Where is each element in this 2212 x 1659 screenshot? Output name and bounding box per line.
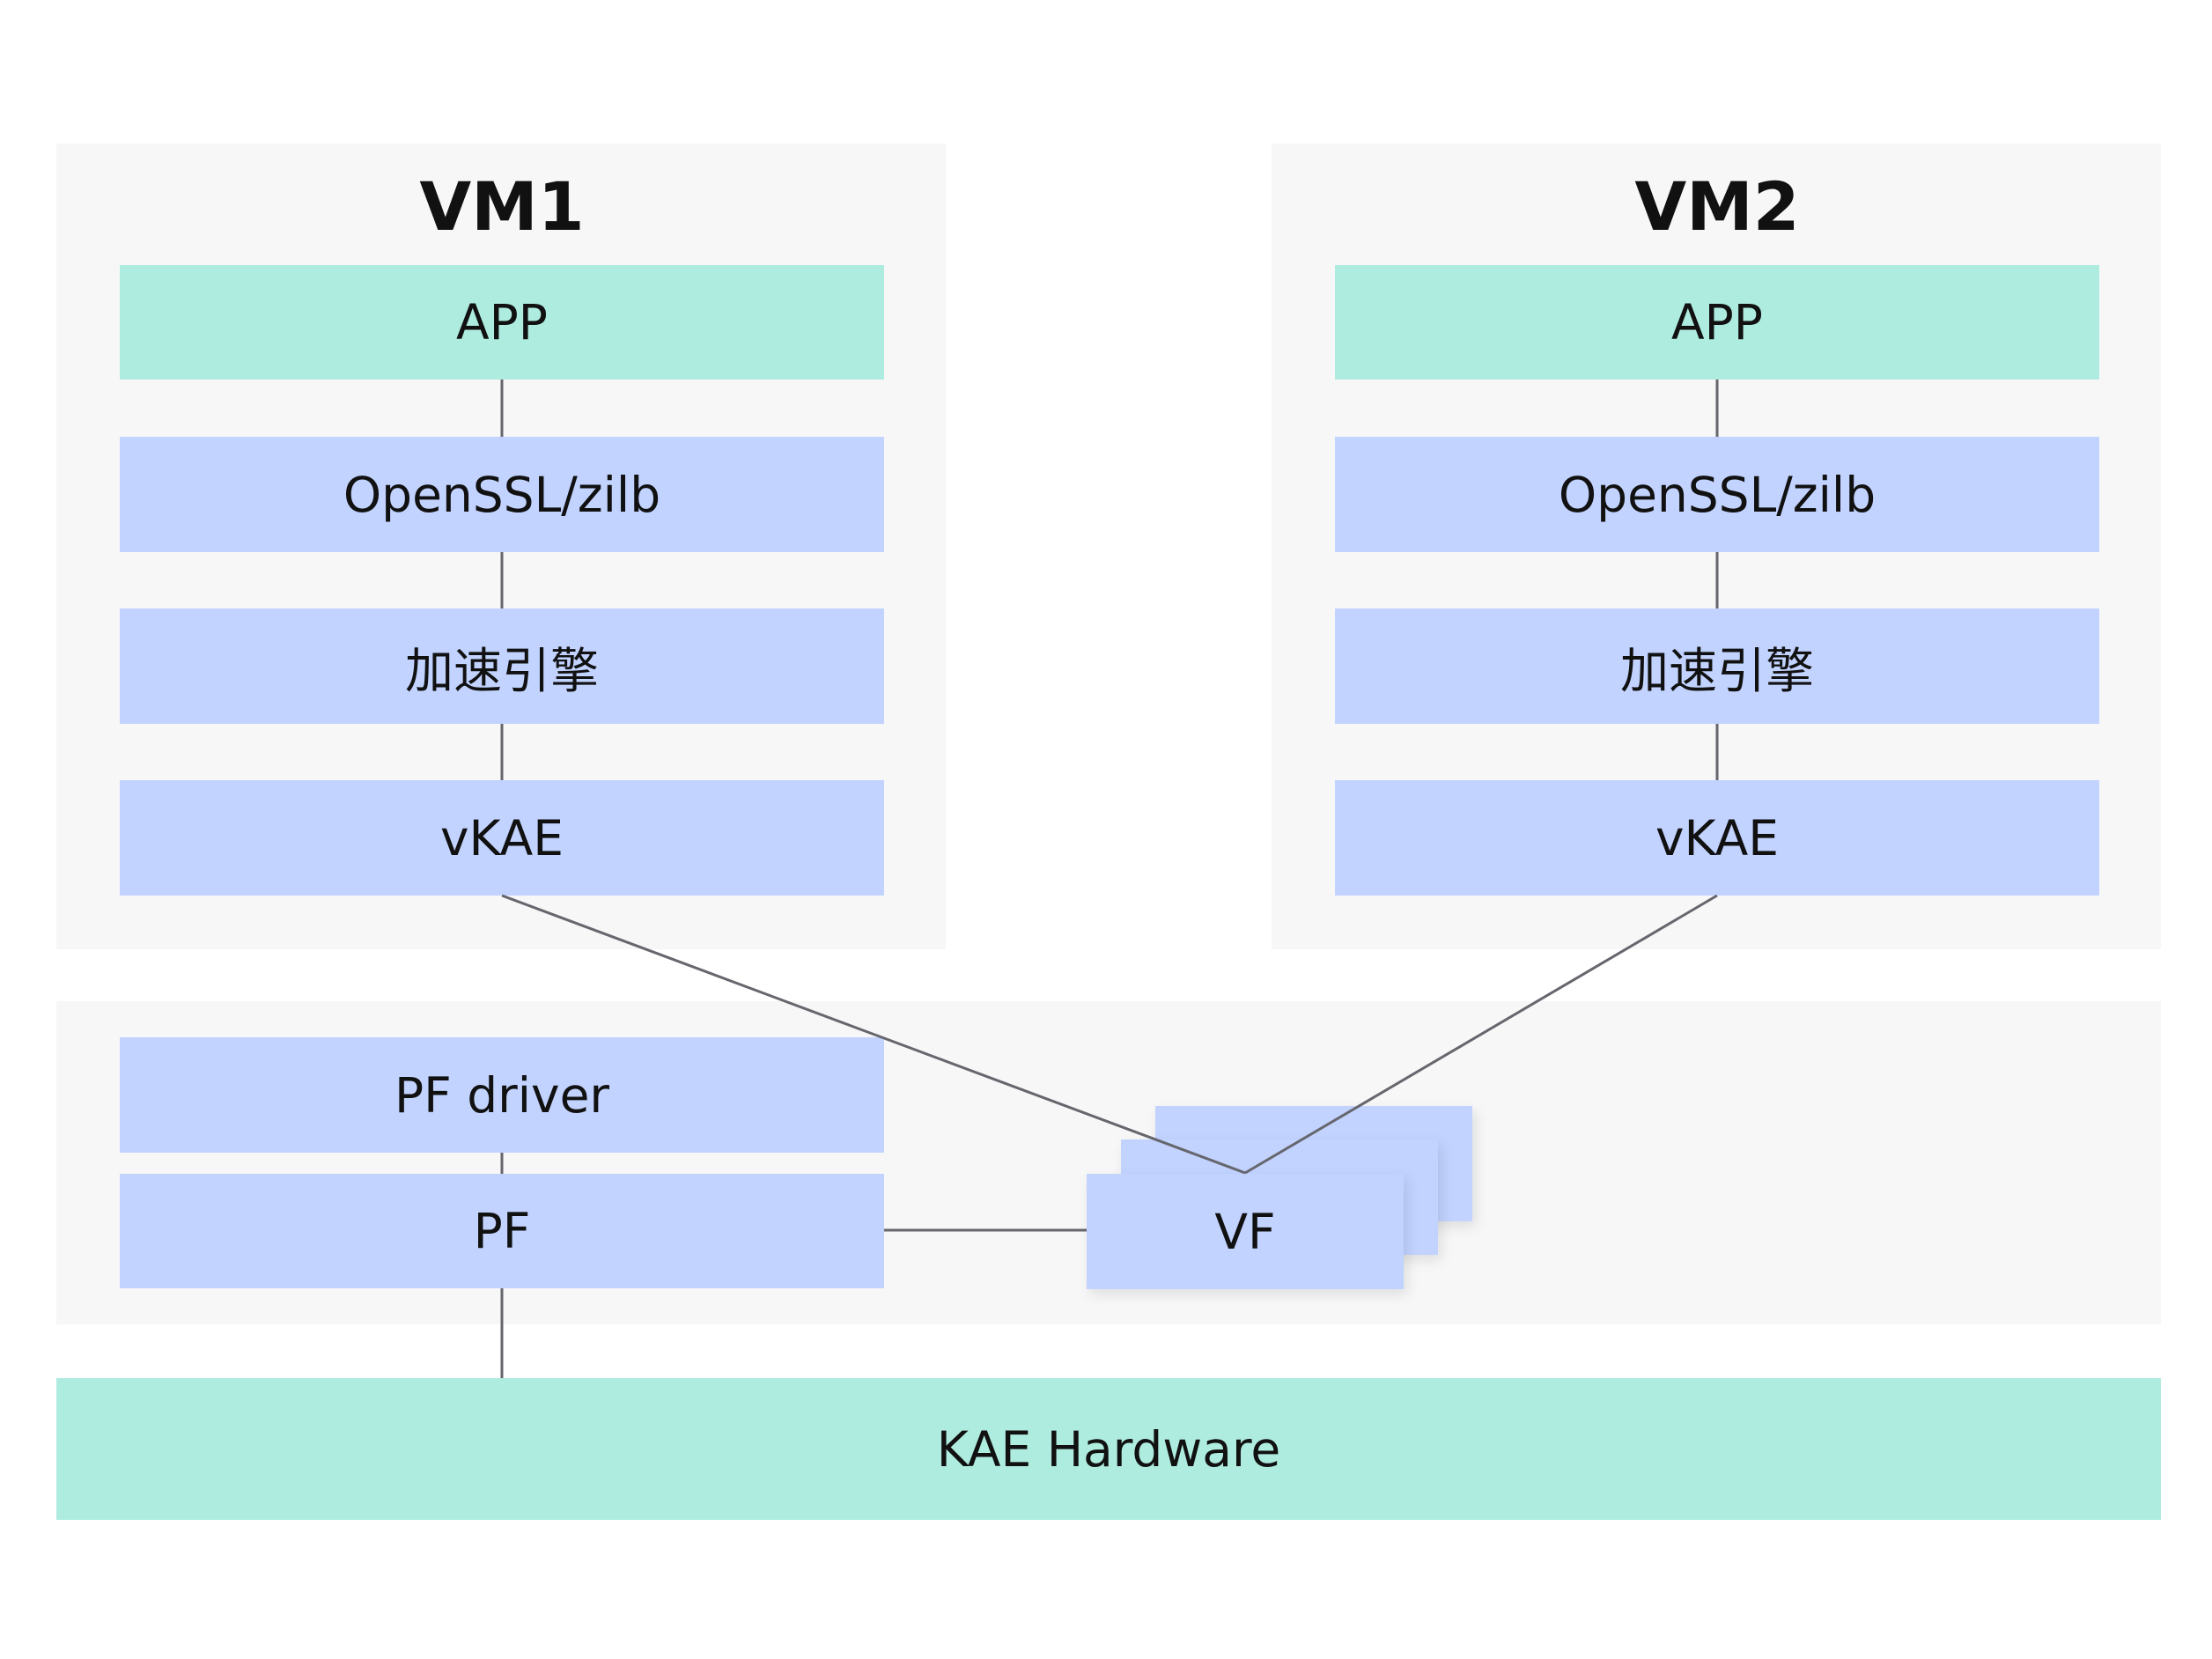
kae-hardware-bar: KAE Hardware <box>56 1378 2161 1520</box>
vm1-openssl-layer: OpenSSL/zilb <box>120 437 884 552</box>
vm1-title: VM1 <box>419 167 585 246</box>
vm2-vkae-layer: vKAE <box>1335 780 2099 896</box>
vm2-engine-layer: 加速引擎 <box>1335 608 2099 724</box>
pf-box: PF <box>120 1174 884 1288</box>
vm2-openssl-layer: OpenSSL/zilb <box>1335 437 2099 552</box>
vm1-app-layer: APP <box>120 265 884 380</box>
vm2-app-layer: APP <box>1335 265 2099 380</box>
vf-box: VF <box>1087 1174 1404 1289</box>
vm1-engine-layer: 加速引擎 <box>120 608 884 724</box>
pf-driver-box: PF driver <box>120 1037 884 1153</box>
vm1-vkae-layer: vKAE <box>120 780 884 896</box>
vm2-title: VM2 <box>1634 167 1800 246</box>
